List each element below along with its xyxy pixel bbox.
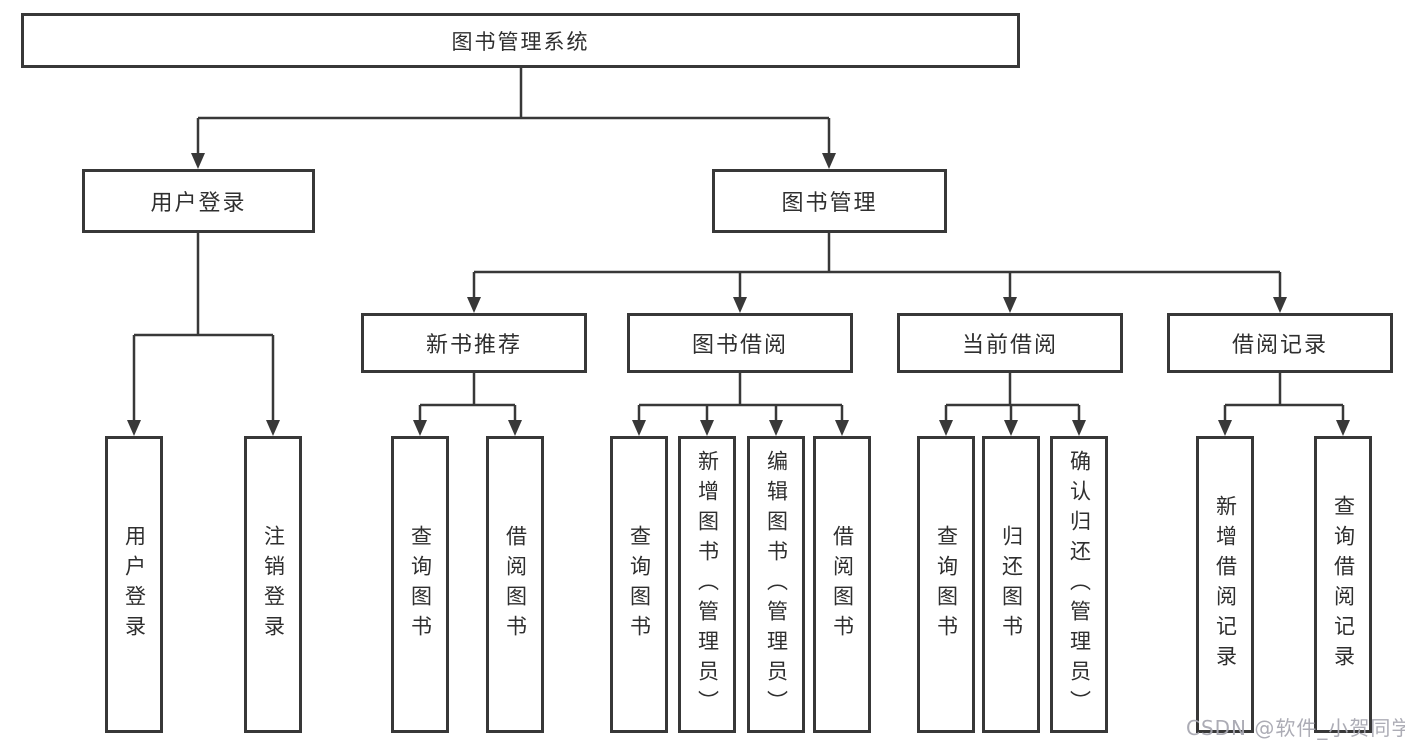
- node-leaf-query-books-current: 查询图书: [917, 436, 975, 733]
- node-book-borrowing: 图书借阅: [627, 313, 853, 373]
- node-current-borrowing: 当前借阅: [897, 313, 1123, 373]
- node-leaf-logout: 注销登录: [244, 436, 302, 733]
- node-leaf-return-books: 归还图书: [982, 436, 1040, 733]
- node-user-login-branch: 用户登录: [82, 169, 315, 233]
- node-leaf-query-books-recommend: 查询图书: [391, 436, 449, 733]
- node-leaf-add-books-admin: 新增图书（管理员）: [678, 436, 736, 733]
- node-leaf-user-login: 用户登录: [105, 436, 163, 733]
- csdn-watermark: CSDN @软件_小贺同学: [1186, 716, 1405, 740]
- node-library-management-system: 图书管理系统: [21, 13, 1020, 68]
- node-leaf-edit-books-admin: 编辑图书（管理员）: [747, 436, 805, 733]
- arrowhead-icons: [127, 153, 1350, 436]
- node-book-management-branch: 图书管理: [712, 169, 947, 233]
- node-leaf-query-books-borrowing: 查询图书: [610, 436, 668, 733]
- tree-edges: [132, 68, 1345, 422]
- node-leaf-borrow-books-recommend: 借阅图书: [486, 436, 544, 733]
- node-leaf-add-borrow-record: 新增借阅记录: [1196, 436, 1254, 733]
- node-new-book-recommendation: 新书推荐: [361, 313, 587, 373]
- node-borrowing-records: 借阅记录: [1167, 313, 1393, 373]
- node-leaf-confirm-return-admin: 确认归还（管理员）: [1050, 436, 1108, 733]
- node-leaf-borrow-books: 借阅图书: [813, 436, 871, 733]
- node-leaf-query-borrow-record: 查询借阅记录: [1314, 436, 1372, 733]
